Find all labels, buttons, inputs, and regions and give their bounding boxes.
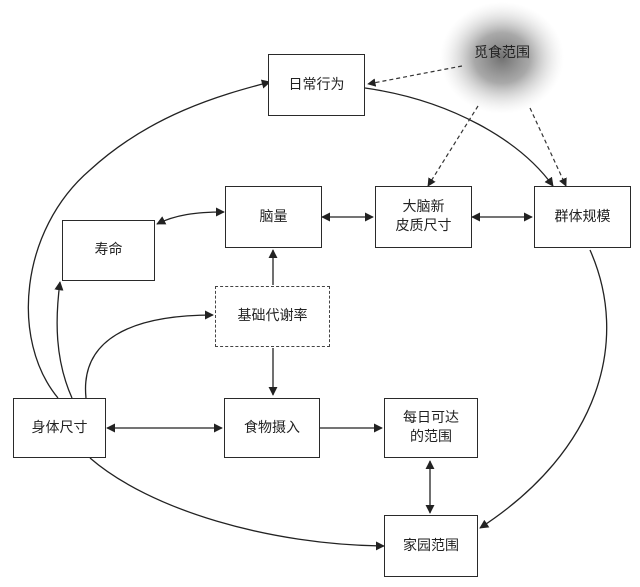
arrow-daily-behavior-to-group — [364, 87, 554, 187]
node-foraging-range: 觅食范围 — [474, 45, 530, 61]
foraging-range-cloud — [440, 2, 564, 114]
arrow-group-to-home-range — [479, 249, 608, 529]
arrow-body-to-daily-behavior — [27, 79, 271, 399]
node-basal-metabolic-rate: 基础代谢率 — [215, 286, 330, 347]
dashed-arrow-forage-to-group — [529, 107, 567, 187]
dashed-arrow-forage-to-neocortex — [427, 105, 479, 187]
node-home-range: 家园范围 — [384, 515, 478, 577]
node-daily-range: 每日可达 的范围 — [384, 398, 478, 458]
dashed-arrow-forage-to-daily-behavior — [367, 65, 463, 87]
arrow-body-to-lifespan — [54, 281, 73, 399]
arrow-brain-lifespan — [156, 207, 225, 225]
node-lifespan: 寿命 — [62, 220, 155, 281]
node-food-intake: 食物摄入 — [224, 398, 320, 458]
node-daily-behavior: 日常行为 — [268, 54, 365, 116]
node-body-size: 身体尺寸 — [13, 398, 106, 458]
node-neocortex-size: 大脑新 皮质尺寸 — [375, 186, 472, 248]
node-group-size: 群体规模 — [534, 186, 631, 248]
arrow-body-to-bmr — [84, 310, 214, 399]
arrow-body-to-home-range — [89, 457, 385, 551]
node-brain-size: 脑量 — [225, 186, 322, 248]
